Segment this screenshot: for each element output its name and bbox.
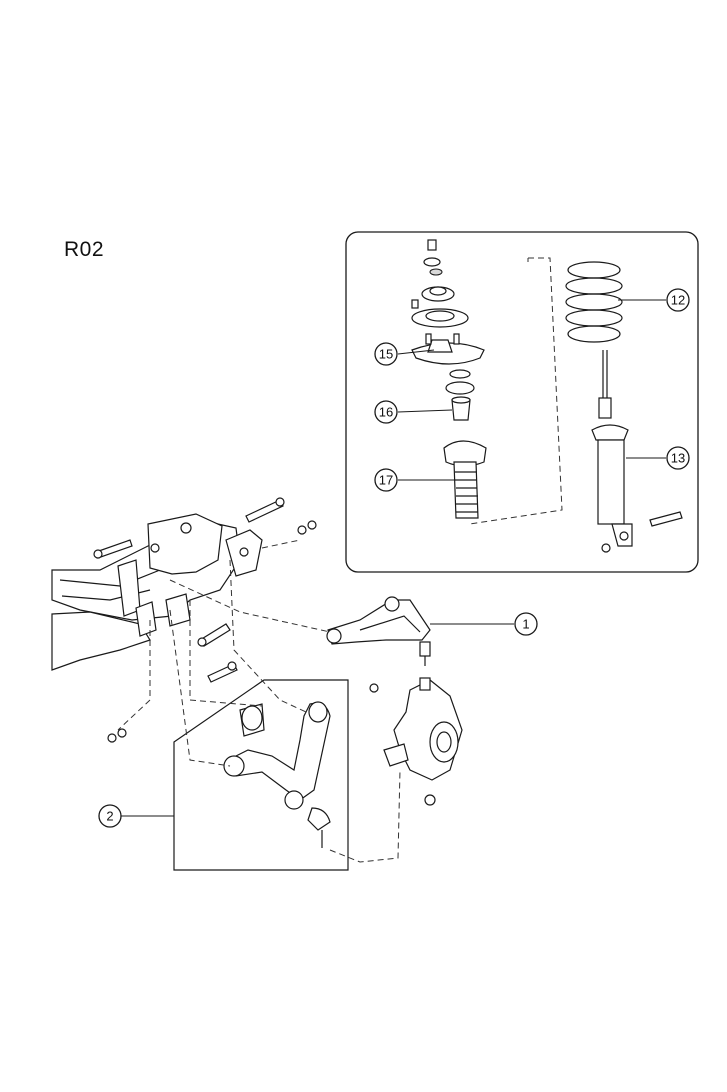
bump-stop-cap (445, 369, 475, 395)
diagram-title: R02 (64, 238, 105, 261)
callout-16: 16 (374, 400, 398, 424)
callout-label: 17 (379, 473, 393, 488)
callout-13: 13 (666, 446, 690, 470)
bump-stopper (451, 396, 471, 421)
subframe-fasteners (93, 497, 317, 743)
leader-lines (120, 299, 666, 817)
inset-assembly-lines (469, 257, 563, 525)
callout-15: 15 (374, 342, 398, 366)
callout-17: 17 (374, 468, 398, 492)
strut-inset-panel (345, 231, 699, 573)
callout-label: 15 (379, 347, 393, 362)
steering-knuckle (369, 677, 463, 806)
callout-label: 12 (671, 293, 685, 308)
main-assembly-lines (117, 539, 401, 863)
callout-1: 1 (514, 612, 538, 636)
strut-mount-stack (411, 239, 485, 365)
callout-label: 2 (106, 809, 113, 824)
lower-arm-inset-box (173, 679, 349, 871)
callout-label: 16 (379, 405, 393, 420)
shock-absorber (591, 350, 683, 553)
callout-label: 1 (522, 617, 529, 632)
front-subframe (51, 513, 263, 671)
callout-label: 13 (671, 451, 685, 466)
callout-12: 12 (666, 288, 690, 312)
coil-spring (565, 261, 623, 343)
callout-2: 2 (98, 804, 122, 828)
upper-control-arm (326, 596, 431, 666)
lower-control-arm (223, 701, 331, 848)
dust-boot (443, 440, 487, 519)
